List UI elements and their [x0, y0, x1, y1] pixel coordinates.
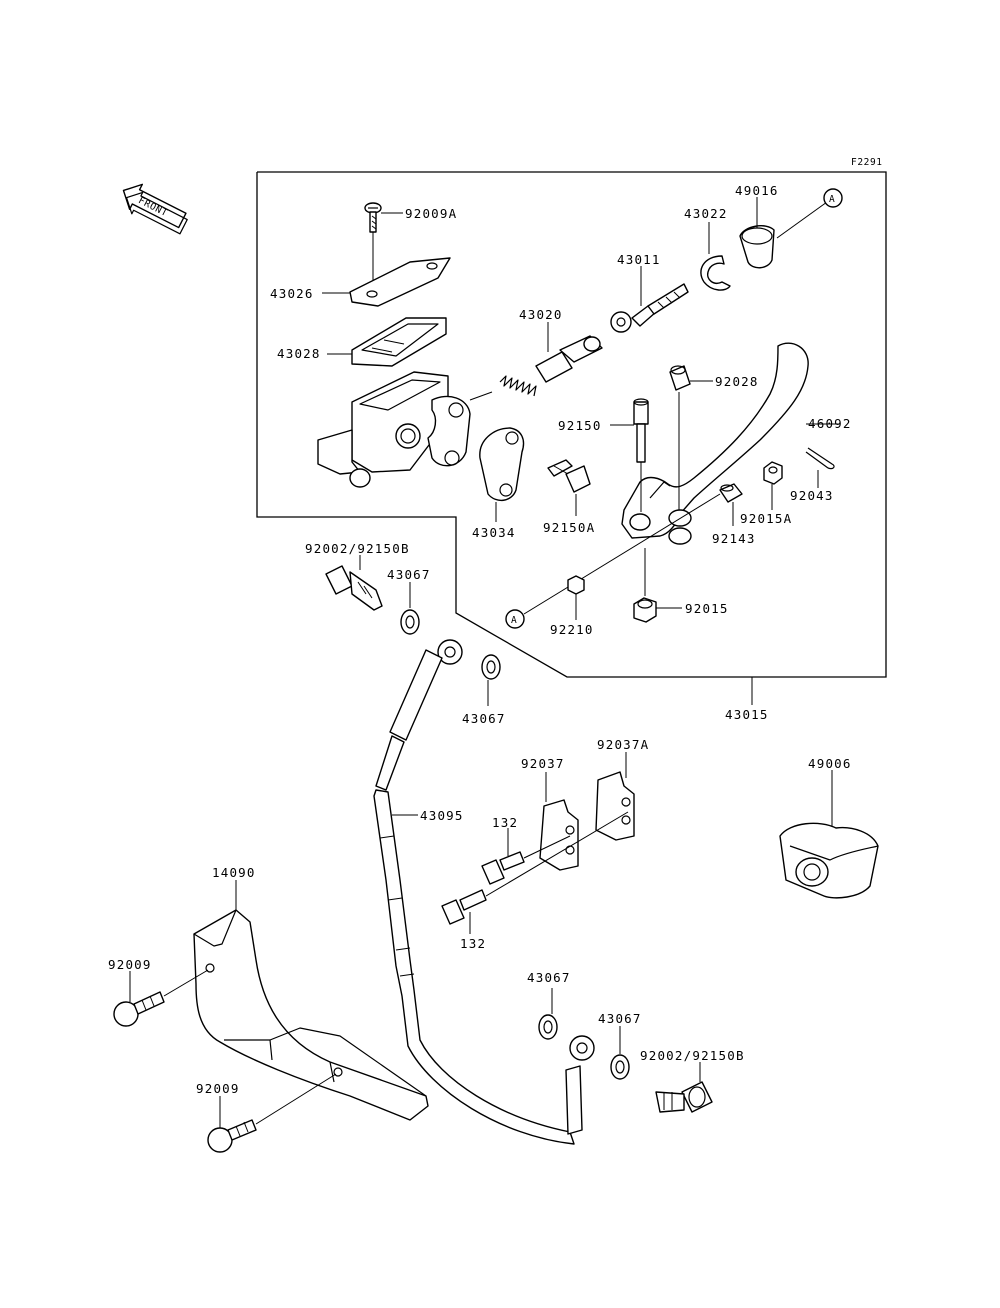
front-arrow-icon: FRONT	[122, 183, 188, 235]
bracket-92037A-icon	[595, 771, 635, 841]
pivot-bolt-icon	[633, 398, 649, 463]
label-49006: 49006	[808, 756, 852, 771]
reservoir-cap-icon	[349, 257, 451, 307]
label-46092: 46092	[808, 416, 852, 431]
label-92037: 92037	[521, 756, 565, 771]
nut-92015-icon	[633, 597, 657, 623]
label-92002-92150B-bottom: 92002/92150B	[640, 1048, 745, 1063]
ref-marker-bottom	[505, 609, 525, 629]
ref-marker-top-label: A	[829, 194, 835, 205]
nut-92015A-icon	[763, 461, 783, 485]
adjuster-icon	[719, 483, 743, 503]
label-43067-a: 43067	[387, 567, 431, 582]
label-43067-c: 43067	[527, 970, 571, 985]
label-43015: 43015	[725, 707, 769, 722]
label-92015A: 92015A	[740, 511, 792, 526]
label-132-a: 132	[492, 815, 518, 830]
washer-43067-b-icon	[481, 654, 501, 680]
label-132-b: 132	[460, 936, 486, 951]
label-43020: 43020	[519, 307, 563, 322]
assembly-frame	[256, 171, 887, 678]
label-43067-b: 43067	[462, 711, 506, 726]
bolt-92009-a-icon	[113, 991, 165, 1027]
label-43022: 43022	[684, 206, 728, 221]
label-14090: 14090	[212, 865, 256, 880]
label-43067-d: 43067	[598, 1011, 642, 1026]
washer-43067-d-icon	[610, 1054, 630, 1080]
label-43011: 43011	[617, 252, 661, 267]
label-43026: 43026	[270, 286, 314, 301]
label-92028: 92028	[715, 374, 759, 389]
label-92043: 92043	[790, 488, 834, 503]
clutch-hose-icon	[373, 639, 595, 1145]
guard-14090-icon	[193, 909, 429, 1121]
bolt-92009-b-icon	[207, 1119, 257, 1153]
dust-boot-icon	[739, 225, 775, 269]
clamp-icon	[479, 427, 525, 501]
banjo-bolt-top-icon	[325, 565, 383, 611]
banjo-bolt-bottom-icon	[655, 1081, 713, 1113]
diaphragm-icon	[351, 317, 447, 367]
label-92150A: 92150A	[543, 520, 595, 535]
label-43028: 43028	[277, 346, 321, 361]
push-rod-icon	[610, 283, 689, 333]
washer-43067-a-icon	[400, 609, 420, 635]
label-92143: 92143	[712, 531, 756, 546]
figure-code: F2291	[851, 157, 883, 168]
piston-spring-icon	[499, 335, 603, 397]
label-92002-92150B-top: 92002/92150B	[305, 541, 410, 556]
clutch-lever-icon	[621, 342, 809, 539]
circlip-icon	[700, 255, 731, 291]
nut-92210-icon	[567, 575, 585, 595]
label-92009-a: 92009	[108, 957, 152, 972]
label-49016: 49016	[735, 183, 779, 198]
pivot-collar-icon	[669, 365, 691, 391]
label-92015: 92015	[685, 601, 729, 616]
bracket-92037-icon	[539, 799, 579, 871]
label-43095: 43095	[420, 808, 464, 823]
washer-43067-c-icon	[538, 1014, 558, 1040]
label-92210: 92210	[550, 622, 594, 637]
clamp-bolt-icon	[547, 459, 591, 493]
label-92150: 92150	[558, 418, 602, 433]
label-43034: 43034	[472, 525, 516, 540]
cotter-pin-icon	[805, 447, 835, 470]
screw-92009A-icon	[364, 202, 382, 233]
bolt-132-b-icon	[441, 889, 487, 925]
ref-marker-top	[823, 188, 843, 208]
holder-49006-icon	[779, 822, 879, 899]
label-92009-b: 92009	[196, 1081, 240, 1096]
master-cylinder-body-icon	[317, 371, 471, 488]
ref-marker-bottom-label: A	[511, 615, 517, 626]
washer-icon-2	[668, 527, 692, 545]
label-92037A: 92037A	[597, 737, 649, 752]
bolt-132-a-icon	[481, 851, 525, 885]
label-92009A: 92009A	[405, 206, 457, 221]
